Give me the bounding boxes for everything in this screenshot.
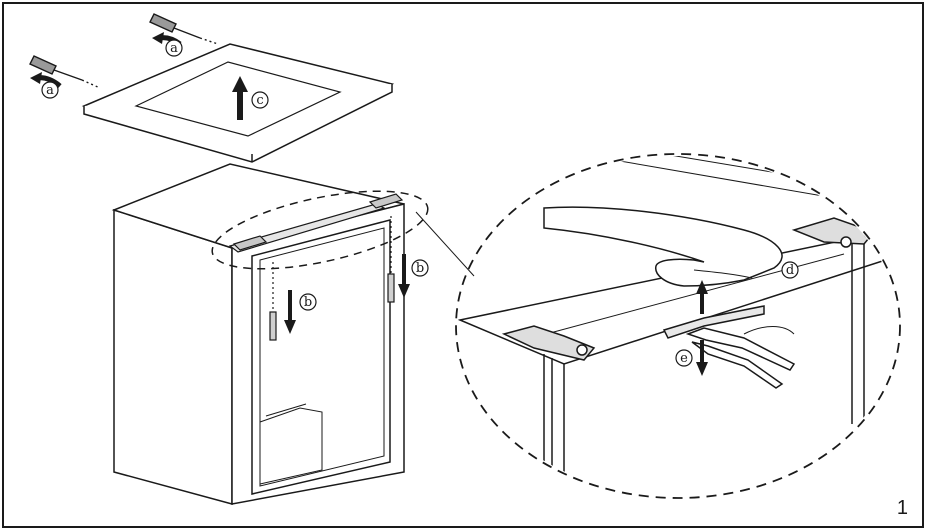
figure-number: 1	[896, 497, 908, 519]
lift-arrow-c	[232, 76, 248, 120]
rotate-arrow-left	[30, 72, 62, 88]
top-rail	[228, 193, 404, 253]
detail-view-ellipse	[455, 153, 901, 499]
down-arrow-b-right	[398, 254, 410, 298]
screwdriver-left	[29, 55, 101, 89]
fixing-screw-right	[387, 216, 395, 303]
detail-leader-line	[415, 211, 475, 277]
pull-arrow-down	[696, 340, 708, 376]
callout-d: d	[781, 261, 799, 279]
svg-text:c: c	[256, 93, 263, 108]
svg-text:a: a	[170, 41, 178, 56]
down-arrow-b-left	[284, 290, 296, 334]
svg-text:d: d	[786, 263, 794, 278]
svg-text:e: e	[680, 351, 688, 366]
push-arrow-up	[696, 280, 708, 314]
detail-marker-ellipse	[211, 190, 429, 270]
callout-a-left: a	[41, 81, 59, 99]
installation-illustration: c a a	[29, 13, 901, 505]
screwdriver-top	[149, 13, 219, 45]
callout-b-right: b	[411, 259, 429, 277]
callout-b-left: b	[299, 293, 317, 311]
callout-a-top: a	[165, 39, 183, 57]
callout-e: e	[675, 349, 693, 367]
svg-text:a: a	[46, 83, 54, 98]
callout-c: c	[251, 91, 269, 109]
fixing-screw-left	[269, 262, 277, 341]
svg-text:b: b	[416, 261, 424, 276]
svg-text:b: b	[304, 295, 312, 310]
